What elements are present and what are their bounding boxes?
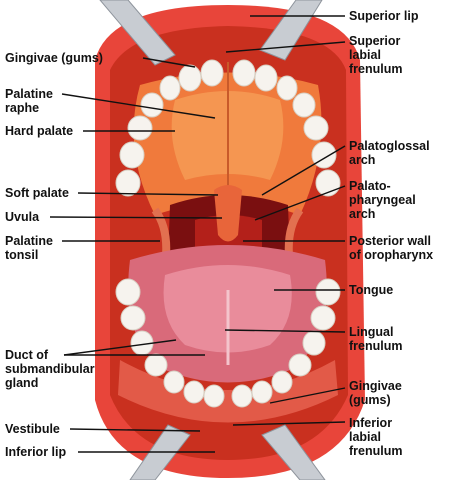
label-soft-palate: Soft palate [5, 186, 69, 200]
retractor-bottom-right [261, 424, 326, 480]
label-palatine-tonsil: Palatine tonsil [5, 234, 53, 262]
lower-teeth [115, 278, 341, 408]
label-gingivae-top: Gingivae (gums) [5, 51, 103, 65]
leader-lines [49, 15, 346, 453]
retractor-top-left [99, 0, 176, 66]
label-superior-lip: Superior lip [349, 9, 419, 23]
label-palatine-raphe: Palatine raphe [5, 87, 53, 115]
label-inferior-labial-frenulum: Inferior labial frenulum [349, 416, 403, 458]
label-inferior-lip: Inferior lip [5, 445, 67, 459]
label-vestibule: Vestibule [5, 422, 60, 436]
uvula-shape [214, 185, 242, 242]
label-uvula: Uvula [5, 210, 40, 224]
retractor-top-right [259, 0, 323, 61]
label-posterior-wall: Posterior wall of oropharynx [349, 234, 434, 262]
label-gingivae-bottom: Gingivae (gums) [349, 379, 402, 407]
label-tongue: Tongue [349, 283, 394, 297]
label-palatopharyngeal-arch: Palato- pharyngeal arch [349, 179, 416, 221]
label-superior-labial-frenulum: Superior labial frenulum [349, 34, 403, 76]
label-lingual-frenulum: Lingual frenulum [349, 325, 403, 353]
lower-gum [118, 360, 338, 423]
label-duct-submandibular: Duct of submandibular gland [5, 348, 95, 390]
upper-teeth [115, 59, 341, 197]
label-hard-palate: Hard palate [5, 124, 74, 138]
label-palatoglossal-arch: Palatoglossal arch [349, 139, 430, 167]
